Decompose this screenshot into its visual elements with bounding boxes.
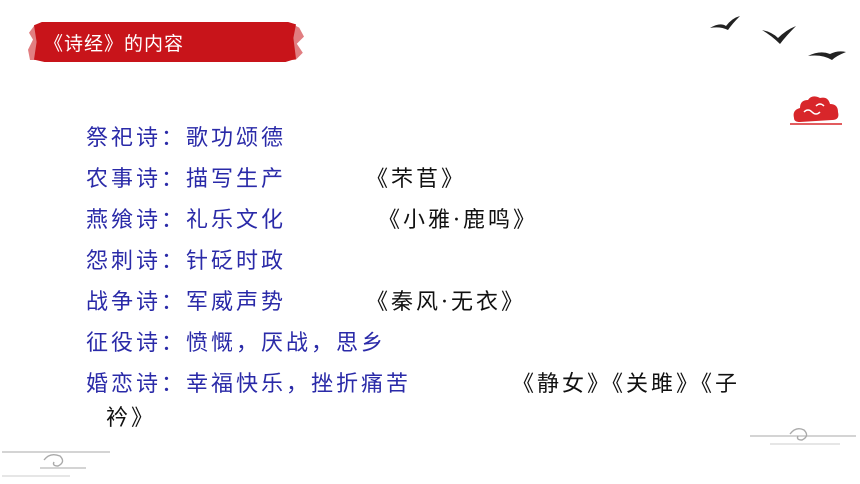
flying-birds-icon	[710, 16, 846, 60]
cloud-swirl-icon	[750, 427, 856, 445]
item-label: 征役诗：愤慨，厌战，思乡	[86, 331, 387, 356]
banner-brush-edge-left	[28, 26, 38, 60]
item-label: 婚恋诗：幸福快乐，挫折痛苦	[86, 372, 412, 397]
auspicious-cloud-icon	[790, 96, 842, 125]
list-item: 战争诗：军威声势 《秦风·无衣》	[86, 284, 523, 316]
item-label: 怨刺诗：针砭时政	[86, 249, 287, 274]
item-label: 农事诗：描写生产	[86, 167, 287, 192]
item-works: 《静女》《关雎》《子	[512, 372, 741, 397]
item-works: 《秦风·无衣》	[366, 290, 526, 315]
cloud-swirl-icon	[2, 451, 110, 477]
item-works: 《小雅·鹿鸣》	[378, 208, 538, 233]
banner-background	[34, 22, 296, 62]
list-item: 婚恋诗：幸福快乐，挫折痛苦 《静女》《关雎》《子	[86, 366, 737, 398]
item-works: 《芣苢》	[366, 167, 467, 192]
item-label: 战争诗：军威声势	[86, 290, 287, 315]
item-label: 祭祀诗：歌功颂德	[86, 126, 287, 151]
list-item: 怨刺诗：针砭时政	[86, 243, 286, 275]
list-item: 祭祀诗：歌功颂德	[86, 120, 286, 152]
title-banner: 《诗经》的内容	[28, 22, 304, 62]
list-item: 燕飨诗：礼乐文化 《小雅·鹿鸣》	[86, 202, 535, 234]
page-title: 《诗经》的内容	[44, 33, 185, 55]
item-label: 燕飨诗：礼乐文化	[86, 208, 287, 233]
item-works-continued: 衿》	[106, 406, 157, 431]
list-item: 农事诗：描写生产 《芣苢》	[86, 161, 463, 193]
banner-brush-edge-right	[292, 24, 304, 60]
list-item: 征役诗：愤慨，厌战，思乡	[86, 325, 386, 357]
